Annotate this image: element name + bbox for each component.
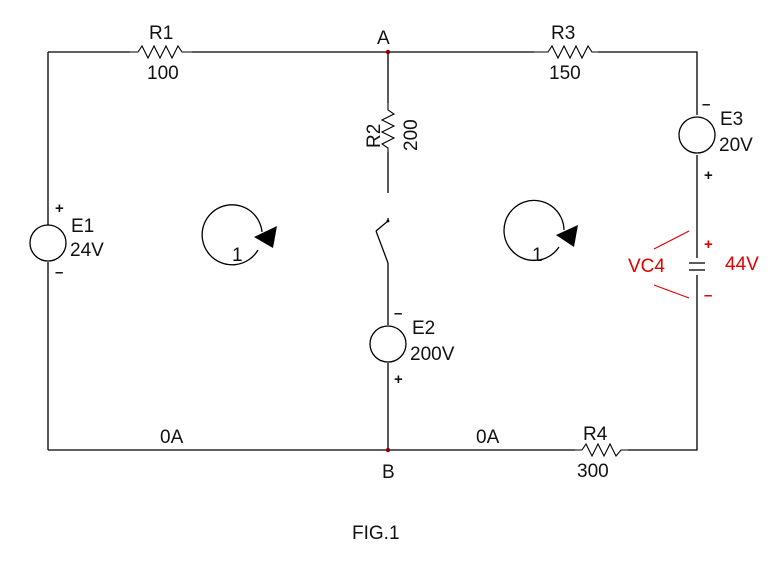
e2-name: E2: [412, 318, 435, 339]
e1-value: 24V: [70, 240, 104, 261]
node-a-label: A: [377, 28, 390, 49]
r2-resistor: [380, 103, 396, 152]
r3-name: R3: [551, 23, 575, 44]
node-a-dot: [385, 49, 391, 55]
r3-value: 150: [549, 63, 581, 84]
capacitor-c4: [653, 230, 705, 299]
e2-value: 200V: [410, 344, 455, 365]
r1-value: 100: [147, 63, 179, 84]
node-b-dot: [385, 447, 391, 453]
wires: [47, 51, 698, 451]
e1-plus: +: [55, 200, 64, 217]
r4-resistor: [575, 442, 628, 458]
r1-name: R1: [149, 23, 173, 44]
r2-name: R2: [364, 124, 385, 148]
loop-arrow-left-icon: [201, 204, 277, 266]
current-left-bottom: 0A: [160, 427, 184, 448]
e3-name: E3: [720, 109, 743, 130]
r4-value: 300: [577, 461, 609, 482]
e1-name: E1: [71, 216, 94, 237]
wire-bottom: [48, 275, 698, 451]
vc4-value: 44V: [725, 254, 759, 275]
vc4-minus: –: [704, 287, 712, 304]
r4-name: R4: [583, 424, 608, 445]
r3-resistor: [534, 44, 598, 60]
loop-left-label: 1: [232, 245, 243, 266]
r2-value: 200: [401, 119, 422, 151]
e3-value: 20V: [719, 135, 753, 156]
vc4-plus: +: [704, 236, 713, 253]
r1-resistor: [130, 44, 192, 60]
e3-source: [678, 116, 716, 154]
e1-source: [29, 224, 67, 262]
node-b-label: B: [382, 462, 395, 483]
figure-caption: FIG.1: [352, 523, 400, 544]
switch: [375, 219, 390, 264]
e2-source: [369, 325, 407, 363]
e2-minus: –: [394, 305, 402, 322]
e3-plus: +: [704, 167, 713, 184]
vc4-label: VC4: [628, 256, 665, 277]
loop-right-label: 1: [532, 245, 543, 266]
e1-minus: –: [55, 264, 63, 281]
loop-arrow-right-icon: [503, 199, 578, 262]
e3-minus: –: [702, 96, 710, 113]
e2-plus: +: [394, 371, 403, 388]
current-right-bottom: 0A: [476, 427, 500, 448]
wire-top-right: [388, 51, 698, 115]
